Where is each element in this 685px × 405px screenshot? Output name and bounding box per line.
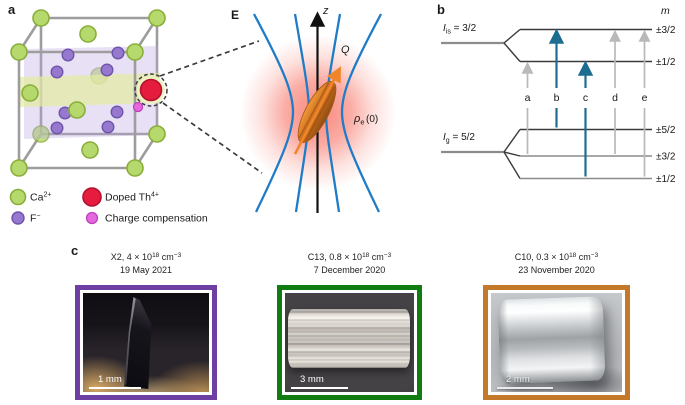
- photo-date-c13: 7 December 2020: [313, 264, 386, 275]
- scalebar-2mm: 2 mm: [497, 375, 553, 389]
- level-diagram: b m Iis = 3/2 ±3/2 ±1/2 Ig = 5/2 ±5/2 ±3…: [437, 2, 676, 185]
- ground-fork: [503, 129, 521, 179]
- scalebar-line: [89, 386, 141, 389]
- q-label: Q: [341, 44, 350, 56]
- panel-c-label: c: [71, 243, 79, 258]
- scalebar-line: [291, 386, 348, 389]
- ground-m-3-2: ±3/2: [656, 152, 676, 163]
- transition-e-label: e: [642, 92, 648, 104]
- legend-item-cc: Charge compensation: [85, 211, 208, 225]
- charge-compensation-atom: [132, 101, 144, 113]
- ground-m-1-2: ±1/2: [656, 174, 676, 185]
- zoom-dashed-circle: [134, 73, 168, 107]
- photo-title-x2: X2, 4 × 1018 cm−3 19 May 2021: [75, 249, 217, 276]
- m-header: m: [661, 5, 670, 17]
- th-legend-label: Doped Th4+: [105, 192, 159, 204]
- scalebar-1mm: 1 mm: [89, 375, 141, 389]
- photo-date-c10: 23 November 2020: [518, 264, 595, 275]
- field-panel: E z Q ρe(0): [231, 5, 396, 213]
- top-panels: a: [8, 2, 676, 225]
- ca-atom-corner: [32, 125, 50, 143]
- ground-spin-label: Ig = 5/2: [443, 132, 475, 145]
- transition-d-label: d: [612, 92, 618, 104]
- ca-atoms: [10, 9, 166, 177]
- transition-c-label: c: [583, 92, 588, 104]
- photo-frame-c13: 3 mm: [277, 285, 422, 400]
- zoom-dashed-lines: [159, 40, 263, 174]
- ca-legend-label: Ca2+: [30, 192, 51, 204]
- legend-item-f: F−: [11, 211, 41, 225]
- ground-m-5-2: ±5/2: [656, 125, 676, 136]
- legend-item-th: Doped Th4+: [82, 187, 159, 207]
- photo-title-c13: C13, 0.8 × 1018 cm−3 7 December 2020: [277, 249, 422, 276]
- quadrupole-arrow: [293, 66, 342, 155]
- crystal-photo-group-x2: X2, 4 × 1018 cm−3 19 May 2021 1 mm: [75, 249, 217, 400]
- f-legend-label: F−: [30, 213, 41, 225]
- isomer-m-1-2: ±1/2: [656, 57, 676, 68]
- isomer-fork: [503, 28, 521, 62]
- photo-frame-x2: 1 mm: [75, 285, 217, 400]
- transition-arrows: [521, 28, 651, 177]
- panel-a-label: a: [8, 2, 16, 17]
- scalebar-line: [497, 386, 553, 389]
- legend-item-ca: Ca2+: [9, 188, 51, 206]
- calcium-plane: [20, 73, 160, 107]
- crystal-photo-group-c13: C13, 0.8 × 1018 cm−3 7 December 2020 3 m…: [277, 249, 422, 400]
- isomer-m-3-2: ±3/2: [656, 25, 676, 36]
- scalebar-3mm: 3 mm: [291, 375, 348, 389]
- transition-a-label: a: [525, 92, 531, 104]
- crystal-rod: [287, 308, 411, 369]
- crystal-cylinder: [497, 296, 606, 384]
- th-atom: [139, 78, 163, 102]
- rho-label: ρe(0): [353, 113, 378, 127]
- transition-labels: a b c d e: [525, 92, 648, 104]
- f-legend-swatch: [11, 211, 25, 225]
- crystal-photo-x2: 1 mm: [83, 293, 209, 392]
- panel-b-label: b: [437, 2, 445, 17]
- photo-frame-c10: 2 mm: [483, 285, 630, 400]
- cc-legend-swatch: [85, 211, 99, 225]
- crystal-structure: [10, 9, 263, 177]
- isomer-spin-label: Iis = 3/2: [443, 23, 477, 36]
- crystal-photo-c10: 2 mm: [491, 293, 622, 392]
- transition-b-label: b: [554, 92, 560, 104]
- photo-title-c10: C10, 0.3 × 1018 cm−3 23 November 2020: [483, 249, 630, 276]
- crystal-photo-c13: 3 mm: [285, 293, 414, 392]
- f-atoms: [50, 46, 125, 135]
- e-field-label: E: [231, 8, 239, 22]
- cc-legend-label: Charge compensation: [105, 213, 208, 225]
- crystal-photo-group-c10: C10, 0.3 × 1018 cm−3 23 November 2020 2 …: [483, 249, 630, 400]
- photo-date-x2: 19 May 2021: [119, 264, 173, 275]
- th-legend-swatch: [82, 187, 102, 207]
- z-axis-label: z: [322, 5, 329, 17]
- legend: Ca2+ F− Doped Th4+ Charge compensation: [9, 187, 208, 225]
- ca-legend-swatch: [9, 188, 27, 206]
